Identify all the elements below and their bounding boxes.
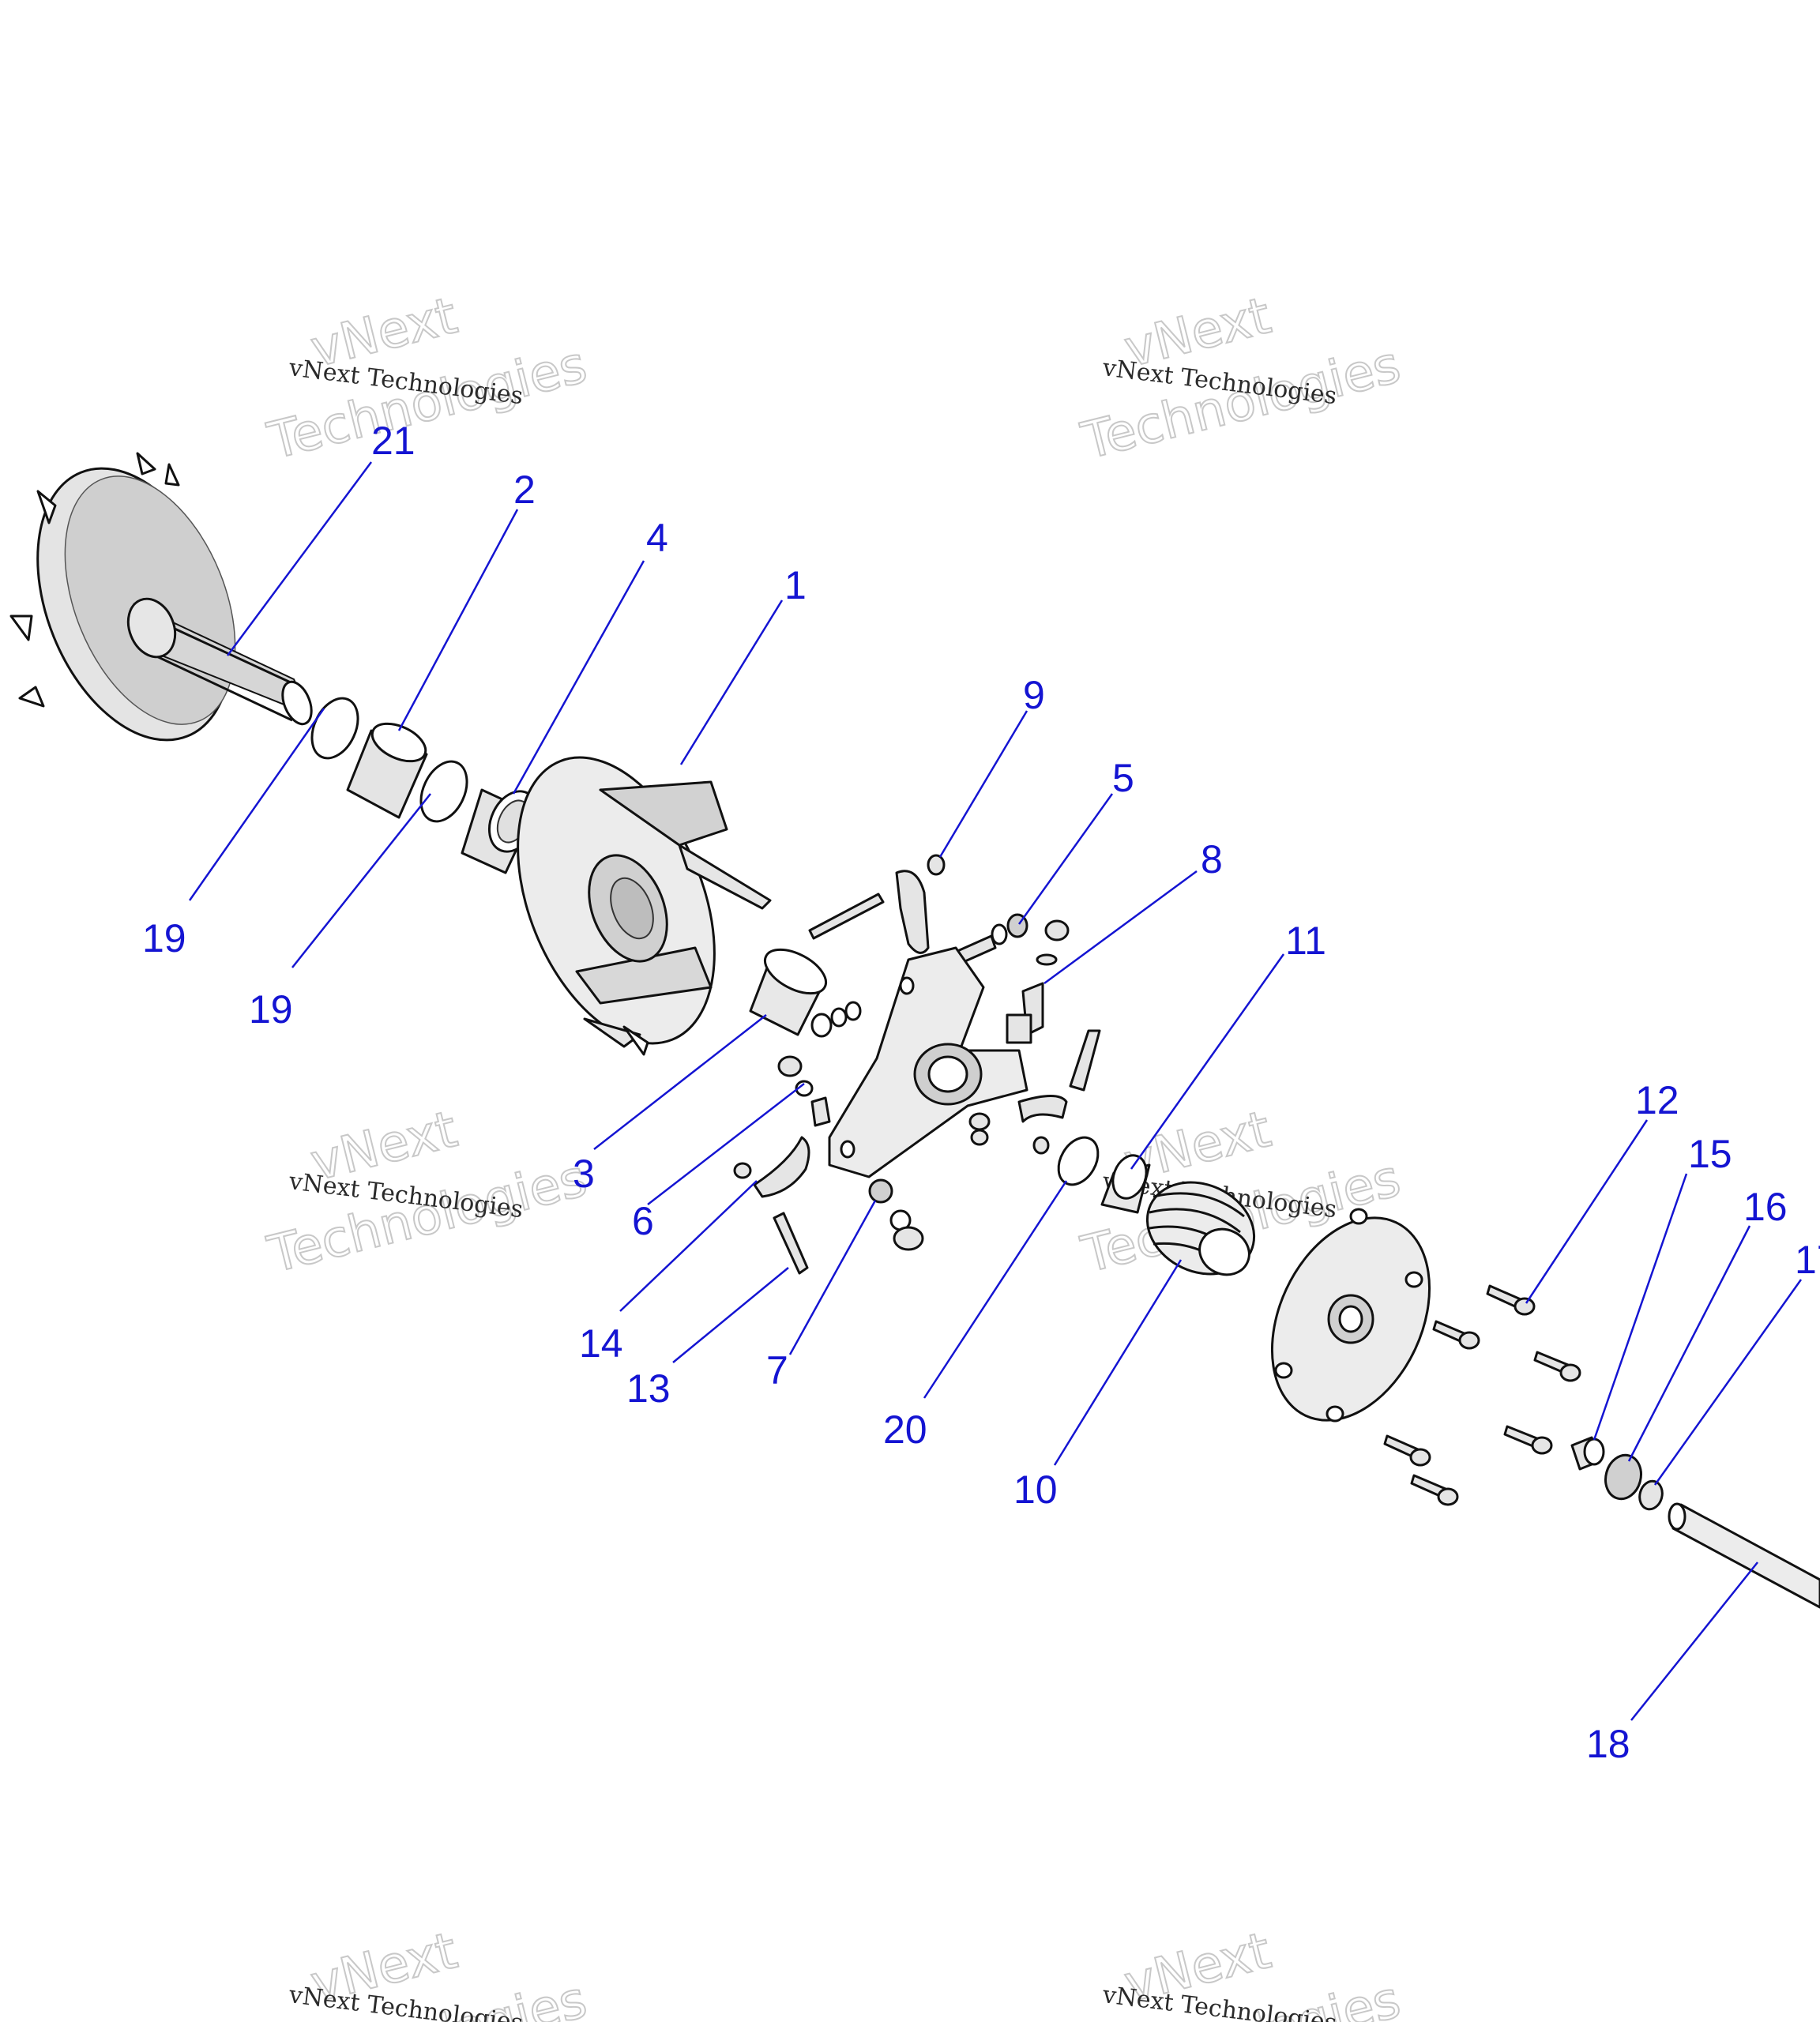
part-cover — [1270, 1208, 1431, 1423]
part-nut-small-c — [1032, 1136, 1050, 1155]
callout-18: 18 — [1586, 1722, 1630, 1766]
callout-7: 7 — [766, 1348, 788, 1392]
callout-8: 8 — [1201, 837, 1223, 881]
part-o-ring-b — [419, 760, 468, 823]
part-ring-20 — [1057, 1136, 1100, 1186]
part-flyweight-left — [753, 1136, 810, 1198]
part-spring-10 — [1145, 1181, 1256, 1276]
part-pin — [808, 893, 885, 940]
part-o-ring-a — [310, 697, 359, 760]
callout-12: 12 — [1635, 1078, 1679, 1122]
part-roller-7 — [868, 1178, 924, 1251]
callout-1: 1 — [784, 563, 807, 607]
callout-20: 20 — [883, 1408, 927, 1452]
callout-leaders — [188, 461, 1803, 1721]
callout-11: 11 — [1285, 919, 1326, 963]
part-roller-right — [1006, 1013, 1032, 1044]
callout-16: 16 — [1743, 1185, 1788, 1229]
callout-6: 6 — [632, 1199, 654, 1243]
part-flyweight-top — [895, 870, 930, 954]
part-washers-6 — [777, 1055, 831, 1127]
callout-17: 17 — [1795, 1238, 1820, 1282]
part-bolt-13 — [773, 1212, 809, 1275]
part-flyweight-right — [1017, 1095, 1068, 1123]
part-pin-long — [1069, 1029, 1101, 1092]
callout-10: 10 — [1013, 1468, 1058, 1512]
callout-3: 3 — [573, 1152, 595, 1196]
callout-15: 15 — [1688, 1132, 1732, 1176]
callout-9: 9 — [1023, 673, 1045, 717]
part-bushing-11 — [1100, 1154, 1151, 1214]
callout-labels: 21 2 4 1 9 5 8 11 19 19 3 6 14 13 7 20 1… — [142, 419, 1820, 1766]
part-moveable-sheave — [517, 756, 772, 1056]
part-bolts-12 — [1383, 1284, 1581, 1506]
part-nut-14 — [733, 1162, 752, 1179]
callout-21: 21 — [371, 419, 416, 463]
callout-2: 2 — [513, 468, 536, 512]
part-spider — [828, 946, 1028, 1178]
part-lockwasher-17 — [1638, 1479, 1664, 1511]
part-bushing-3 — [749, 948, 827, 1036]
part-washers-left — [810, 1001, 862, 1038]
callout-4: 4 — [646, 516, 668, 560]
part-nut-small-b — [970, 1129, 989, 1146]
callout-19-b: 19 — [249, 987, 293, 1032]
part-nut-9 — [927, 854, 946, 876]
part-washer-16 — [1604, 1453, 1642, 1501]
part-nut-small-a — [968, 1112, 991, 1131]
callout-13: 13 — [626, 1366, 671, 1411]
part-spacer-15 — [1570, 1436, 1605, 1471]
part-fixed-sheave — [9, 452, 313, 742]
callout-5: 5 — [1112, 756, 1134, 800]
callout-19-a: 19 — [142, 916, 186, 960]
part-shaft-18 — [1668, 1502, 1820, 1609]
part-bushing-2 — [346, 722, 428, 819]
callout-14: 14 — [579, 1321, 623, 1366]
